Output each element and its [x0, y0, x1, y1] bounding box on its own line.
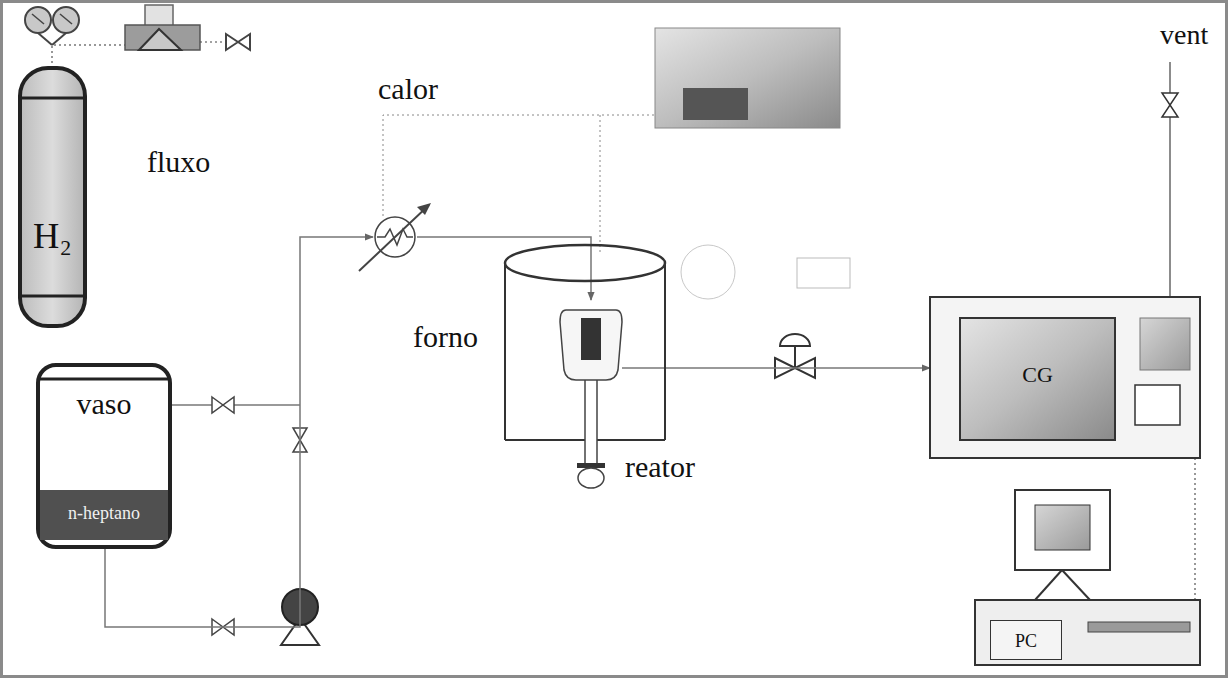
valve	[200, 34, 250, 50]
branch-line	[170, 397, 300, 413]
vessel-text: vaso	[38, 387, 170, 420]
heater-text: calor	[378, 72, 438, 105]
flow-controller-text: fluxo	[147, 145, 210, 178]
signal-line	[383, 115, 655, 255]
chromatograph-outline	[930, 297, 1200, 458]
gas-cylinder-text: H₂	[30, 216, 75, 256]
vent-label: vent	[1160, 20, 1208, 51]
furnace: fornoreator	[505, 245, 665, 440]
gas-cylinder: H₂	[20, 68, 85, 326]
pipe-connector	[622, 367, 930, 369]
liquid-band: n-heptano	[40, 490, 168, 540]
pressure-gauges	[25, 7, 79, 45]
pipe-connector	[1194, 458, 1196, 600]
flow-controller: fluxo	[125, 5, 200, 50]
controller-panel	[655, 28, 840, 128]
computer: PC	[975, 600, 1200, 665]
chromatograph-text: CG	[960, 363, 1115, 387]
flow-controller-outline	[125, 5, 200, 50]
monitor	[1015, 490, 1110, 600]
vent-line	[1162, 62, 1178, 297]
instrument-outline	[681, 245, 735, 299]
furnace-text: forno	[413, 320, 478, 353]
heater: calor	[373, 215, 417, 259]
reactor: reator	[560, 300, 622, 490]
liquid-band-text: n-heptano	[40, 504, 168, 524]
gas-cylinder-outline	[20, 68, 85, 326]
computer-text: PC	[990, 620, 1062, 660]
control-valve	[775, 334, 815, 378]
pipe-connector	[52, 45, 125, 68]
reactor-text: reator	[625, 450, 695, 483]
chromatograph: CG	[930, 297, 1200, 458]
heater-outline	[373, 215, 417, 259]
vessel: vaso n-heptano	[38, 365, 170, 547]
reactor-outline	[560, 300, 622, 490]
instrument-outline	[797, 258, 850, 288]
